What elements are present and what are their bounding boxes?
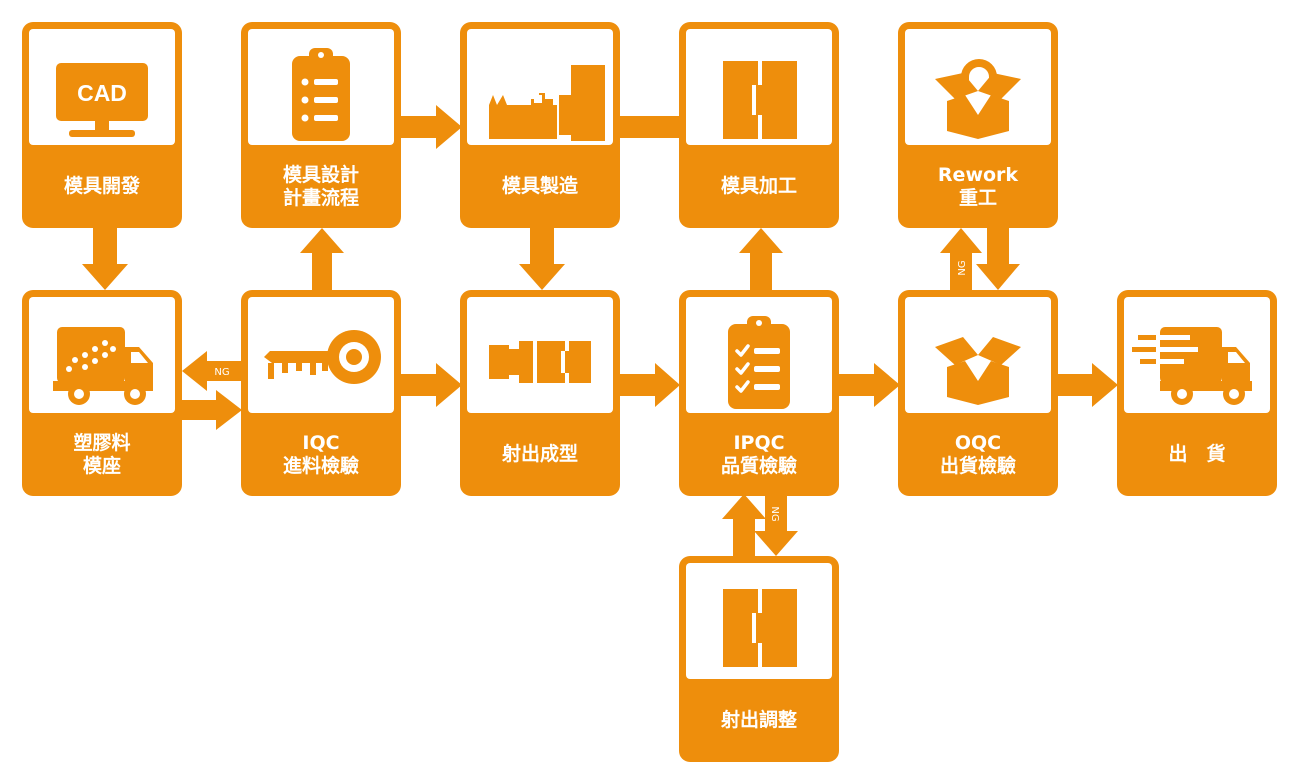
step-resin-and-mold-base: 塑膠料 模座	[22, 290, 182, 496]
step-icon-panel	[686, 29, 832, 145]
arrow-mfg-to-injection	[519, 226, 565, 290]
step-rework: Rework 重工	[898, 22, 1058, 228]
step-label-line: 模具加工	[720, 175, 797, 197]
arrow-design-to-mfg	[400, 105, 462, 149]
arrow-rework-to-oqc	[976, 226, 1020, 290]
injection-press-icon	[489, 341, 591, 383]
step-label: 模具製造	[460, 145, 620, 228]
ng-label-iqc: NG	[214, 367, 229, 378]
step-label-line: IPQC	[733, 431, 785, 454]
step-iqc: IQC 進料檢驗	[241, 290, 401, 496]
step-mold-design: 模具設計 計畫流程	[241, 22, 401, 228]
arrow-iqc-to-injection	[400, 363, 462, 407]
step-icon-panel	[29, 297, 175, 413]
step-label: 模具加工	[679, 145, 839, 228]
step-label: 模具設計 計畫流程	[241, 145, 401, 228]
checklist-clipboard-icon	[728, 316, 790, 409]
step-oqc: OQC 出貨檢驗	[898, 290, 1058, 496]
step-label-line: 模具製造	[501, 175, 578, 197]
step-injection-molding: 射出成型	[460, 290, 620, 496]
step-label: 塑膠料 模座	[22, 413, 182, 496]
step-icon-panel	[1124, 297, 1270, 413]
arrow-ipqc-ng-to-adjust	[754, 494, 798, 556]
step-mold-development: CAD 模具開發	[22, 22, 182, 228]
arrow-ipqc-to-oqc	[838, 363, 900, 407]
step-label: IQC 進料檢驗	[241, 413, 401, 496]
step-label-line: 射出調整	[720, 709, 797, 731]
step-label: 模具開發	[22, 145, 182, 228]
step-label-line: 重工	[958, 186, 997, 209]
step-label-line: 計畫流程	[282, 186, 359, 209]
step-label-line: 出 貨	[1168, 443, 1226, 465]
step-label-line: 射出成型	[501, 443, 578, 465]
monitor-cad-icon: CAD	[56, 63, 148, 137]
ng-label-oqc: NG	[957, 260, 968, 275]
step-icon-panel: CAD	[29, 29, 175, 145]
step-icon-panel	[686, 297, 832, 413]
inspection-key-icon	[264, 330, 381, 384]
step-label: 射出成型	[460, 413, 620, 496]
arrow-injection-to-ipqc	[620, 363, 680, 407]
delivery-truck-icon	[1132, 327, 1252, 405]
arrow-resin-to-iqc	[181, 390, 242, 430]
open-box-icon	[935, 337, 1021, 405]
open-box-lock-icon	[935, 59, 1021, 139]
arrow-dev-to-resin	[82, 226, 128, 290]
arrow-oqc-to-shipping	[1056, 363, 1118, 407]
step-label-line: 進料檢驗	[282, 454, 359, 477]
step-label-line: 品質檢驗	[720, 454, 797, 477]
step-label: Rework 重工	[898, 145, 1058, 228]
step-label-line: 模具設計	[282, 163, 359, 186]
material-truck-icon	[53, 327, 153, 405]
step-label-line: Rework	[937, 163, 1019, 186]
step-injection-adjustment: 射出調整	[679, 556, 839, 762]
step-icon-panel	[467, 29, 613, 145]
step-label-line: OQC	[954, 431, 1002, 454]
cad-icon-text: CAD	[77, 80, 127, 106]
step-label: 出 貨	[1117, 413, 1277, 496]
step-label-line: IQC	[302, 431, 340, 454]
step-icon-panel	[248, 29, 394, 145]
arrow-ipqc-to-proc	[739, 228, 783, 290]
step-label-line: 塑膠料	[73, 431, 131, 454]
step-icon-panel	[248, 297, 394, 413]
mold-halves-icon	[723, 589, 797, 667]
step-label-line: 模座	[82, 454, 121, 477]
clipboard-list-icon	[292, 48, 350, 141]
connector-mfg-proc	[620, 116, 682, 138]
step-ipqc: IPQC 品質檢驗	[679, 290, 839, 496]
step-icon-panel	[905, 29, 1051, 145]
step-mold-processing: 模具加工	[679, 22, 839, 228]
step-label: OQC 出貨檢驗	[898, 413, 1058, 496]
ng-label-ipqc: NG	[769, 506, 780, 521]
step-mold-manufacturing: 模具製造	[460, 22, 620, 228]
mold-machining-icon	[489, 65, 605, 141]
step-icon-panel	[905, 297, 1051, 413]
step-label: 射出調整	[679, 679, 839, 762]
step-label-line: 模具開發	[63, 175, 140, 197]
mold-halves-icon	[723, 61, 797, 139]
step-icon-panel	[686, 563, 832, 679]
arrow-iqc-to-design	[300, 228, 344, 290]
arrow-adjust-to-ipqc	[722, 494, 766, 556]
step-label-line: 出貨檢驗	[939, 454, 1016, 477]
step-label: IPQC 品質檢驗	[679, 413, 839, 496]
step-shipping: 出 貨	[1117, 290, 1277, 496]
step-icon-panel	[467, 297, 613, 413]
arrow-oqc-to-rework-ng	[940, 228, 982, 290]
arrow-iqc-ng	[182, 351, 242, 391]
